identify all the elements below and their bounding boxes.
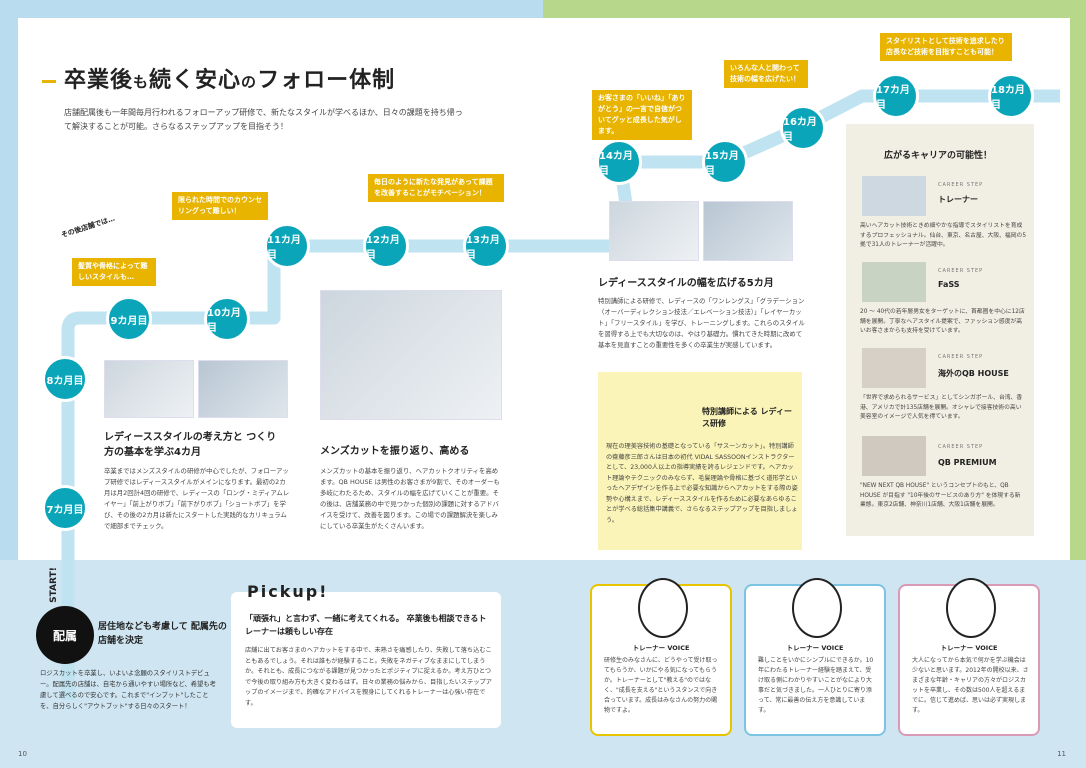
- mens-body: メンズカットの基本を振り返り、ヘアカットクオリティを高めます。QB HOUSE …: [320, 467, 500, 530]
- node-7: 7カ月目: [42, 485, 88, 531]
- trainer-face-icon: [792, 578, 842, 638]
- career-step-3: CAREER STEP: [938, 354, 984, 360]
- voice-text-2: 難しことをいかにシンプルにできるか。10年にわたるトレーナー経験を踏まえて、受け…: [758, 657, 874, 714]
- node-15: 15カ月目: [702, 139, 748, 185]
- haizoku-circle: 配属: [36, 606, 94, 664]
- node-10: 10カ月目: [204, 296, 250, 342]
- page-number-right: 11: [1057, 750, 1066, 758]
- node-11: 11カ月目: [264, 223, 310, 269]
- career-step-1: CAREER STEP: [938, 182, 984, 188]
- career-desc-3: 「世界で求められるサービス」としてシンガポール、台湾、香港、アメリカで計135店…: [860, 395, 1023, 420]
- node-14: 14カ月目: [596, 139, 642, 185]
- bubble-13: 毎日のように新たな発見があって課題を改善することがモチベーション！: [368, 174, 504, 202]
- node-12: 12カ月目: [363, 223, 409, 269]
- voice-card-3: トレーナー VOICE 大人になってから本気で何かを学ぶ機会は少ないと思います。…: [898, 578, 1040, 736]
- ladies4-title: レディーススタイルの考え方と つくり方の基本を学ぶ4カ月: [104, 432, 277, 458]
- pickup-label: Pickup!: [247, 582, 329, 601]
- voice-label-1: トレーナー VOICE: [632, 644, 690, 652]
- photo-14-b: [703, 201, 793, 261]
- start-heading: 居住地なども考慮して 配属先の店舗を決定: [98, 622, 227, 646]
- career-name-2: FaSS: [938, 280, 960, 289]
- career-photo-2: [862, 262, 926, 302]
- ladies5-title: レディーススタイルの幅を広げる5カ月: [598, 278, 774, 289]
- start-body: ロジスカットを卒業し、いよいよ念願のスタイリストデビュー。配属先の店舗は、自宅か…: [40, 670, 216, 710]
- pickup-heading: 「頑張れ」と言わず、一緒に考えてくれる。 卒業後も相談できるトレーナーは頼もしい…: [245, 614, 487, 636]
- node-9: 9カ月目: [106, 296, 152, 342]
- node-17: 17カ月目: [873, 73, 919, 119]
- trainer-face-icon: [638, 578, 688, 638]
- career-title: 広がるキャリアの可能性！: [884, 151, 993, 161]
- pickup-body: 店舗に出てお客さまのヘアカットをする中で、未熟さを痛感したり、失敗して落ち込むこ…: [245, 647, 492, 707]
- voice-card-2: トレーナー VOICE 難しことをいかにシンプルにできるか。10年にわたるトレー…: [744, 578, 886, 736]
- photo-mens: [320, 290, 502, 420]
- node-18: 18カ月目: [988, 73, 1034, 119]
- right-border: [1070, 0, 1086, 560]
- career-desc-1: 高いヘアカット技術ときめ細やかな指導でスタイリストを育成するプロフェッショナル。…: [860, 223, 1027, 248]
- trainer-face-icon: [946, 578, 996, 638]
- pickup-box: Pickup! 「頑張れ」と言わず、一緒に考えてくれる。 卒業後も相談できるトレ…: [231, 582, 501, 728]
- career-photo-3: [862, 348, 926, 388]
- career-desc-4: "NEW NEXT QB HOUSE" というコンセプトのもと、QB HOUSE…: [860, 483, 1021, 508]
- career-name-4: QB PREMIUM: [938, 458, 997, 467]
- special-box: 特別講師による レディース研修 現在の理美容技術の基礎となっている「サスーンカッ…: [598, 372, 802, 550]
- career-step-4: CAREER STEP: [938, 444, 984, 450]
- photo-ladies-a: [104, 360, 194, 418]
- node-13: 13カ月目: [463, 223, 509, 269]
- special-body: 現在の理美容技術の基礎となっている「サスーンカット」。特別講師の齋藤彦三郎さんは…: [606, 443, 798, 524]
- special-title: 特別講師による レディース研修: [702, 407, 792, 428]
- bubble-9: 髪質や骨格によって難しいスタイルも…: [72, 258, 156, 286]
- mens-title: メンズカットを振り返り、高める: [320, 446, 470, 457]
- bubble-18: スタイリストとして技術を追求したり店長など技術を目指すことも可能！: [880, 33, 1012, 61]
- bubble-11: 限られた時間でのカウンセリングって難しい！: [172, 192, 268, 220]
- photo-14-a: [609, 201, 699, 261]
- bubble-14: お客さまの「いいね」「ありがとう」の一言で自信がついてグッと成長した気がします。: [592, 90, 692, 140]
- photo-ladies-b: [198, 360, 288, 418]
- ladies5-body: 特別講師による研修で、レディースの「ワンレングス」「グラデーション（オーバーディ…: [598, 297, 805, 349]
- voice-card-1: トレーナー VOICE 研修生のみなさんに、どうやって受け取ってもらうか、いかに…: [590, 578, 732, 736]
- start-label: START!: [48, 567, 59, 603]
- voice-label-2: トレーナー VOICE: [786, 644, 844, 652]
- voice-text-3: 大人になってから本気で何かを学ぶ機会は少ないと思います。2012年の開校以来、さ…: [912, 657, 1029, 714]
- voice-label-3: トレーナー VOICE: [940, 644, 998, 652]
- career-name-1: トレーナー: [938, 195, 978, 204]
- career-photo-1: [862, 176, 926, 216]
- voice-text-1: 研修生のみなさんに、どうやって受け取ってもらうか、いかにやる気になってもらうか。…: [604, 657, 718, 714]
- career-photo-4: [862, 436, 926, 476]
- top-border-right: [543, 0, 1086, 18]
- career-name-3: 海外のQB HOUSE: [938, 369, 1009, 378]
- page-title: 卒業後も続く安心のフォロー体制: [42, 62, 395, 94]
- lead-text: 店舗配属後も一年間毎月行われるフォローアップ研修で、新たなスタイルが学べるほか、…: [64, 108, 463, 131]
- career-panel: 広がるキャリアの可能性！ CAREER STEP トレーナー 高いヘアカット技術…: [846, 124, 1034, 536]
- node-8: 8カ月目: [42, 356, 88, 402]
- ladies4-body: 卒業まではメンズスタイルの研修が中心でしたが、フォローアップ研修ではレディースス…: [104, 467, 290, 530]
- career-step-2: CAREER STEP: [938, 268, 984, 274]
- career-desc-2: 20 〜 40代の若年層男女をターゲットに、首都圏を中心に12店舗を展開。丁寧な…: [860, 309, 1025, 334]
- node-16: 16カ月目: [780, 105, 826, 151]
- page-number-left: 10: [18, 750, 27, 758]
- bubble-16: いろんな人と関わって技術の幅を広げたい！: [724, 60, 808, 88]
